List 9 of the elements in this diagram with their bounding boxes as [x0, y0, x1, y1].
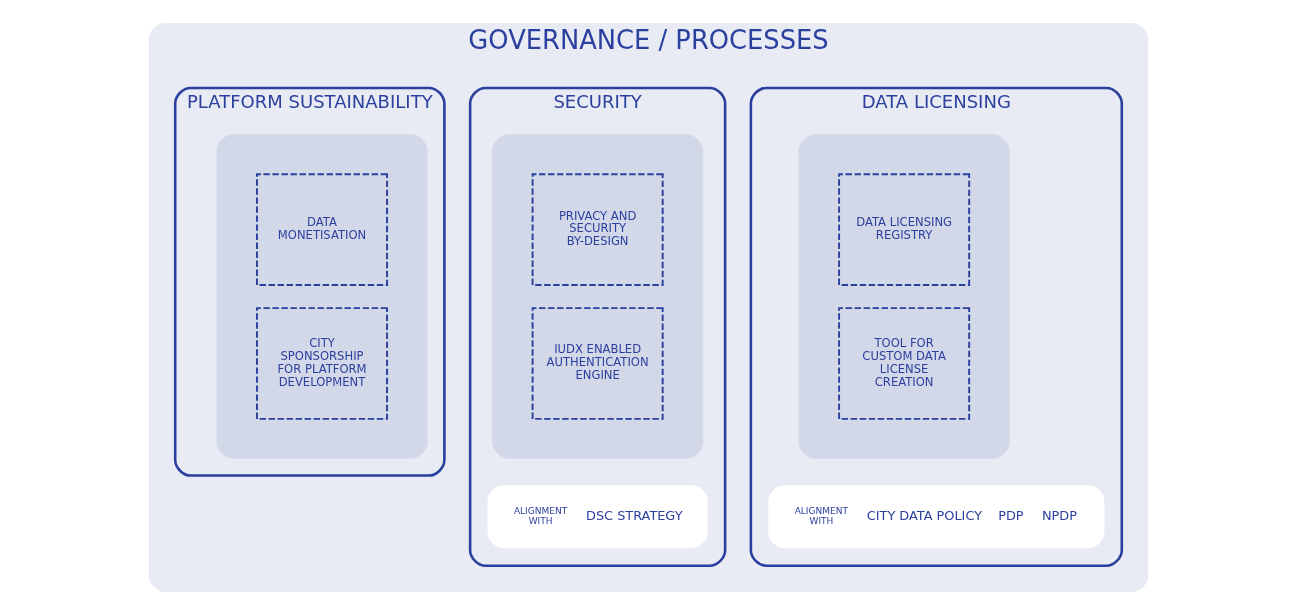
cluster — [492, 134, 704, 459]
cluster — [216, 134, 428, 459]
node-box: CITY SPONSORSHIP FOR PLATFORM DEVELOPMENT — [256, 307, 389, 420]
cluster — [798, 134, 1010, 459]
node-box: PRIVACY AND SECURITY BY-DESIGN — [531, 173, 664, 286]
node-box: DATA LICENSING REGISTRY — [838, 173, 971, 286]
node-box: DATA MONETISATION — [256, 173, 389, 286]
node-box: TOOL FOR CUSTOM DATA LICENSE CREATION — [838, 307, 971, 420]
node-box: IUDX ENABLED AUTHENTICATION ENGINE — [531, 307, 664, 420]
